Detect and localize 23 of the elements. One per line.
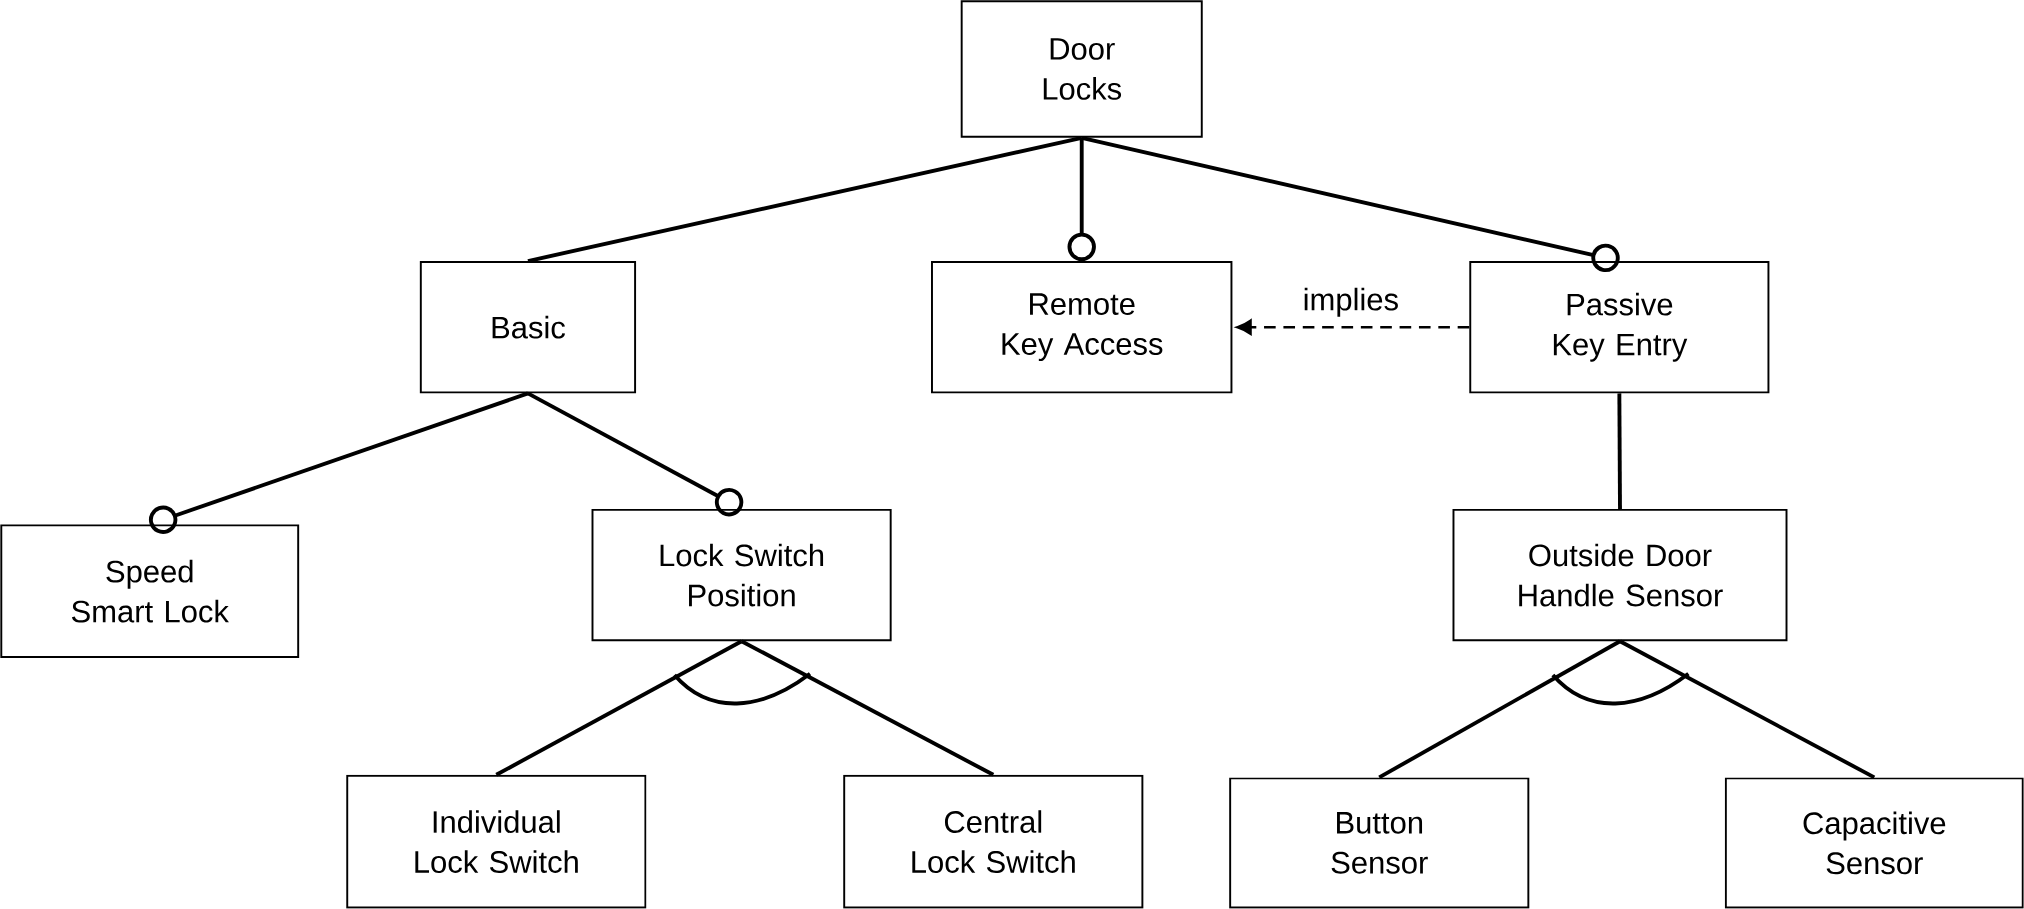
- feature-box: Passive Key Entry: [1469, 261, 1770, 394]
- feature-box: Basic: [419, 261, 637, 394]
- connector: [527, 391, 744, 517]
- connector: [1236, 319, 1470, 336]
- connector: [1617, 393, 1622, 510]
- feature-box: Outside Door Handle Sensor: [1452, 509, 1788, 642]
- feature-box: Capacitive Sensor: [1724, 777, 2024, 909]
- feature-box: Remote Key Access: [931, 261, 1233, 394]
- feature-box: Door Locks: [960, 0, 1203, 138]
- connector: [1378, 639, 1621, 780]
- edge-label: implies: [1300, 285, 1402, 320]
- connector: [740, 639, 995, 777]
- connector: [1067, 137, 1096, 262]
- feature-box: Button Sensor: [1229, 777, 1530, 909]
- connector: [1619, 639, 1876, 780]
- feature-box: Speed Smart Lock: [0, 524, 300, 659]
- feature-box: Lock Switch Position: [591, 509, 892, 642]
- connector: [495, 639, 743, 777]
- feature-box: Individual Lock Switch: [346, 774, 647, 909]
- connector: [527, 136, 1083, 264]
- connector: [149, 391, 529, 535]
- connector: [1081, 136, 1620, 273]
- feature-box: Central Lock Switch: [843, 774, 1144, 909]
